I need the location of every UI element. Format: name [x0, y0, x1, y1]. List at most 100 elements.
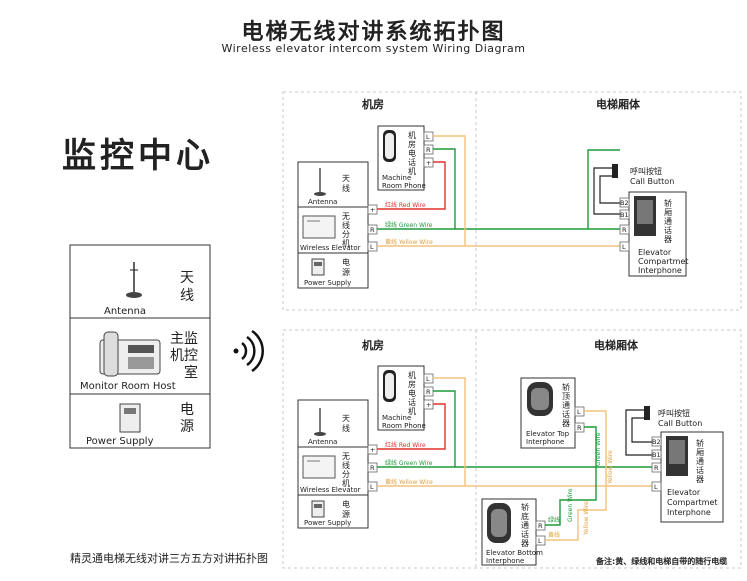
top-call-button-icon	[612, 164, 618, 178]
top-car-term-B1: B1	[620, 211, 629, 219]
top-car-en-3: Interphone	[638, 266, 682, 275]
top-antenna-icon	[314, 168, 326, 196]
monitor-host-cn-3: 室	[184, 364, 198, 381]
monitor-power-en: Power Supply	[86, 436, 154, 447]
bottom-car-cn-2: 厢	[696, 448, 704, 457]
top-car-cn-2: 厢	[664, 208, 672, 217]
top-wl-term-L: L	[370, 243, 374, 251]
top-phone-en-1: Machine	[382, 174, 411, 182]
top-wireless-cn-4: 机	[342, 238, 350, 248]
top-wireless-cn-1: 无	[342, 212, 350, 221]
top-phone-cn-1: 机	[408, 130, 416, 140]
bottom-top-intercom-icon	[527, 382, 553, 416]
top-intercom-en-1: Elevator Top	[526, 430, 570, 438]
bottom-car-en-2: Compartmet	[667, 498, 718, 507]
top-intercom-term-R: R	[577, 424, 582, 432]
bottom-bottom-intercom-icon	[487, 503, 511, 543]
top-red-wire	[377, 161, 446, 210]
bottom-car-term-L: L	[654, 483, 658, 491]
bottom-car-cn-1: 轿	[696, 438, 704, 448]
top-wireless-en: Wireless Elevator	[300, 244, 361, 252]
top-phone-term-R: R	[426, 146, 431, 154]
top-intercom-green-label: Green Wire	[595, 432, 602, 466]
top-car-cn-3: 通	[664, 216, 672, 226]
bottom-phone-cn-5: 机	[408, 406, 416, 416]
monitor-center-heading: 监控中心	[62, 136, 214, 176]
bottom-antenna-en: Antenna	[308, 438, 337, 446]
desk-phone-icon	[99, 331, 161, 377]
top-wireless-unit-icon	[302, 215, 336, 239]
bottom-car-intercom-icon	[666, 436, 688, 476]
top-intercom-yellow-label: Yellow Wire	[607, 450, 614, 485]
bottom-phone-term-plus: +	[426, 401, 431, 409]
bottom-wireless-cn-4: 机	[342, 478, 350, 488]
top-intercom-cn-5: 器	[562, 419, 570, 428]
bottom-intercom-cn-1: 轿	[521, 502, 529, 512]
bottom-intercom-cn-5: 器	[521, 539, 529, 548]
top-intercom-term-L: L	[577, 408, 581, 416]
top-antenna-cn-1: 天	[342, 174, 350, 183]
bottom-power-icon	[311, 500, 325, 518]
diagram-top: 机房 电梯厢体 机 房 电 话 机 Machine Room Phone L R…	[282, 91, 742, 311]
bottom-intercom-yellow-v: Yellow Wire	[583, 501, 590, 536]
bottom-phone-cn-3: 电	[408, 388, 416, 398]
bottom-wireless-cn-3: 分	[342, 470, 350, 479]
bottom-intercom-term-L: L	[538, 537, 542, 545]
top-wl-term-R: R	[370, 226, 375, 234]
bottom-antenna-icon	[314, 408, 326, 436]
monitor-power-cn-2: 源	[180, 419, 194, 435]
bottom-phone-cn-4: 话	[408, 397, 416, 407]
monitor-antenna-cn-1: 天	[180, 270, 194, 286]
monitor-host-cn-2: 机控	[170, 348, 198, 364]
wireless-signal-icon	[233, 329, 264, 373]
bottom-phone-en-1: Machine	[382, 414, 411, 422]
bottom-wl-term-plus: +	[370, 446, 375, 454]
diagram-caption: 精灵通电梯无线对讲三方五方对讲拓扑图	[70, 552, 268, 565]
bottom-car-cn-4: 话	[696, 465, 704, 475]
bottom-car-term-B1: B1	[652, 451, 661, 459]
bottom-car-en-3: Interphone	[667, 508, 711, 517]
bottom-machine-room-label: 机房	[362, 338, 384, 352]
monitor-host-cn-1: 主监	[170, 331, 198, 347]
monitor-center-panel: 天 线 Antenna 主监 机控 室 Monitor Room Host 电 …	[69, 244, 211, 449]
top-phone-term-L: L	[426, 133, 430, 141]
bottom-car-cn-5: 器	[696, 475, 704, 484]
top-car-term-R: R	[622, 226, 627, 234]
monitor-host-en: Monitor Room Host	[80, 381, 176, 392]
diagram-bottom: 机房 电梯厢体 机 房 电 话 机 Machine Room Phone L R…	[282, 329, 742, 569]
top-power-en: Power Supply	[304, 279, 351, 287]
page-title: 电梯无线对讲系统拓扑图	[241, 20, 506, 45]
bottom-call-button-cn: 呼叫按钮	[658, 408, 690, 418]
bottom-antenna-cn-2: 线	[342, 423, 350, 433]
top-yellow-label: 黄线 Yellow Wire	[385, 238, 433, 246]
bottom-wireless-cn-1: 无	[342, 452, 350, 461]
bottom-machine-phone-icon	[383, 370, 396, 402]
bottom-car-en-1: Elevator	[667, 488, 701, 497]
top-intercom-cn-2: 顶	[562, 392, 570, 401]
bottom-yellow-label: 黄线 Yellow Wire	[385, 478, 433, 486]
top-intercom-cn-1: 轿	[562, 382, 570, 392]
top-wireless-cn-3: 分	[342, 230, 350, 239]
bottom-wireless-en: Wireless Elevator	[300, 486, 361, 494]
bottom-call-button-icon	[644, 406, 650, 420]
diagram-note: 备注:黄、绿线和电梯自带的随行电缆	[596, 557, 728, 566]
top-power-cn-1: 电	[342, 257, 350, 267]
page-subtitle: Wireless elevator intercom system Wiring…	[221, 42, 526, 55]
top-phone-cn-4: 话	[408, 157, 416, 167]
top-machine-room-label: 机房	[362, 97, 384, 111]
top-intercom-en-2: Interphone	[526, 438, 564, 446]
top-car-cn-1: 轿	[664, 198, 672, 208]
top-phone-cn-3: 电	[408, 148, 416, 158]
top-car-en-1: Elevator	[638, 248, 672, 257]
top-green-label: 绿线 Green Wire	[385, 221, 433, 229]
top-car-cn-5: 器	[664, 235, 672, 244]
bottom-car-cn-3: 通	[696, 456, 704, 466]
bottom-power-cn-1: 电	[342, 499, 350, 509]
bottom-intercom-term-R: R	[538, 522, 543, 530]
bottom-wl-term-L: L	[370, 483, 374, 491]
bottom-red-wire	[377, 403, 446, 450]
top-antenna-en: Antenna	[308, 198, 337, 206]
top-car-cn-4: 话	[664, 225, 672, 235]
bottom-intercom-cn-3: 通	[521, 520, 529, 530]
